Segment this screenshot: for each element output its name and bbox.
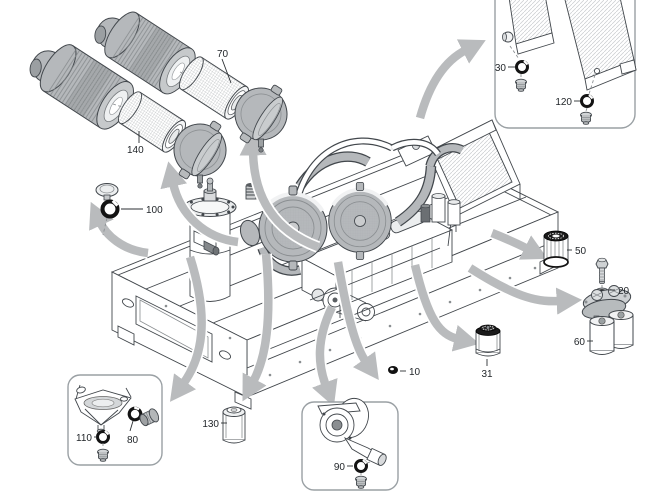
arrow-to-callout-100 — [89, 201, 149, 259]
callout-labels: 70 140 100 30 120 50 20 60 31 10 130 110… — [76, 49, 630, 473]
machine-assembly — [110, 119, 560, 410]
gearbox-drawing — [317, 397, 387, 466]
cartridge-left — [589, 316, 615, 355]
arrow-to-callout-10 — [332, 260, 379, 380]
arrow-to-filter-housings — [160, 161, 239, 248]
callout-label-80: 80 — [127, 435, 139, 446]
callout-label-60: 60 — [574, 337, 586, 348]
callout-label-120: 120 — [555, 97, 572, 108]
cover-drain-valves — [197, 138, 264, 189]
arrow-to-callout-50 — [489, 227, 548, 260]
callout-label-130: 130 — [202, 419, 219, 430]
fitting-80 — [139, 408, 160, 427]
filter-130 — [222, 406, 246, 444]
callout-label-70: 70 — [217, 49, 229, 60]
arrow-to-callout-60 — [466, 262, 583, 315]
radiator-left — [502, 0, 555, 55]
detail-inset-gearbox — [301, 397, 399, 491]
radiator-right — [564, 0, 637, 91]
callout-label-140: 140 — [127, 145, 144, 156]
detail-inset-radiators — [494, 0, 637, 129]
callout-label-50: 50 — [575, 246, 587, 257]
arrow-to-callout-31 — [409, 263, 480, 352]
callout-label-31: 31 — [481, 369, 493, 380]
filter-50 — [543, 230, 569, 268]
arrow-to-radiator-inset — [414, 39, 486, 120]
arrow-to-filter-cover — [239, 129, 321, 253]
callout-arrows — [89, 39, 583, 407]
filter-31 — [475, 324, 501, 357]
o-ring-100 — [103, 201, 118, 217]
arrow-to-sump-inset — [169, 255, 208, 402]
callout-label-110: 110 — [76, 433, 92, 444]
arrow-to-gearbox-inset — [312, 304, 338, 407]
callout-label-100: 100 — [146, 205, 163, 216]
skirt-bolt-holes — [164, 266, 537, 377]
detail-inset-sump — [67, 374, 163, 466]
cap-100-group — [95, 183, 118, 236]
o-ring-10 — [388, 366, 398, 374]
callout-label-90: 90 — [334, 462, 346, 473]
hoses — [257, 137, 465, 276]
arrow-to-callout-130 — [242, 253, 275, 402]
filter-group-60 — [581, 285, 634, 355]
sump-drain-pan — [74, 384, 132, 434]
callout-label-10: 10 — [409, 367, 421, 378]
callout-label-20: 20 — [618, 286, 630, 297]
mounted-fuel-filters — [420, 193, 461, 226]
callout-label-30: 30 — [495, 63, 507, 74]
exploded-air-filter-parts — [19, 0, 301, 192]
